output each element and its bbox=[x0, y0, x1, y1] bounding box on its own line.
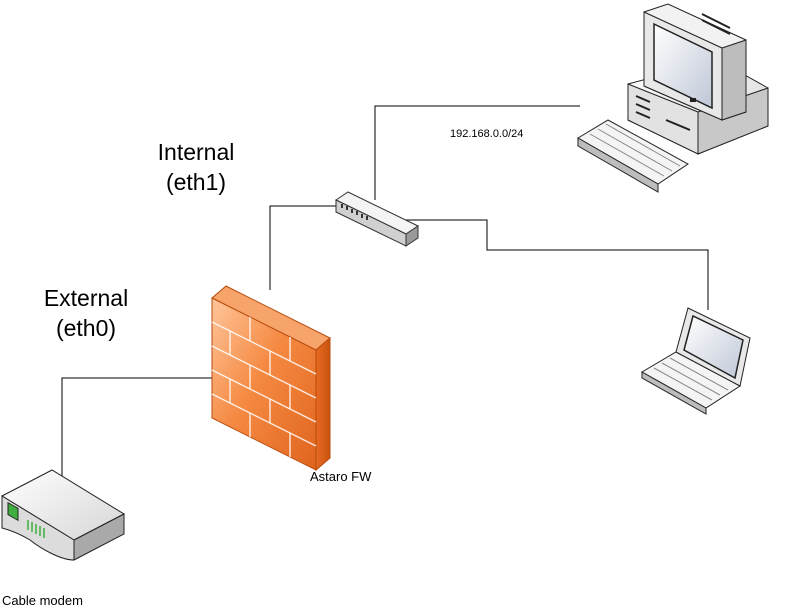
link-switch-desktop bbox=[374, 105, 580, 200]
firewall-icon bbox=[211, 285, 331, 472]
subnet-label: 192.168.0.0/24 bbox=[450, 128, 524, 140]
link-modem-firewall bbox=[61, 377, 270, 500]
external-label-line2: (eth0) bbox=[55, 315, 117, 341]
cable-modem-icon bbox=[0, 469, 126, 561]
connection-lines bbox=[61, 105, 709, 500]
firewall-label: Astaro FW bbox=[310, 469, 372, 484]
link-firewall-switch bbox=[269, 205, 340, 290]
internal-label-line1: Internal bbox=[157, 139, 235, 165]
link-switch-laptop bbox=[405, 219, 709, 310]
internal-label-line2: (eth1) bbox=[165, 169, 227, 195]
modem-label: Cable modem bbox=[2, 593, 83, 608]
network-switch-icon bbox=[334, 191, 420, 247]
external-label: External (eth0) bbox=[34, 283, 138, 343]
internal-label: Internal (eth1) bbox=[150, 137, 242, 197]
external-label-line1: External bbox=[43, 285, 129, 311]
laptop-icon bbox=[640, 307, 751, 415]
desktop-computer-icon bbox=[577, 3, 769, 193]
